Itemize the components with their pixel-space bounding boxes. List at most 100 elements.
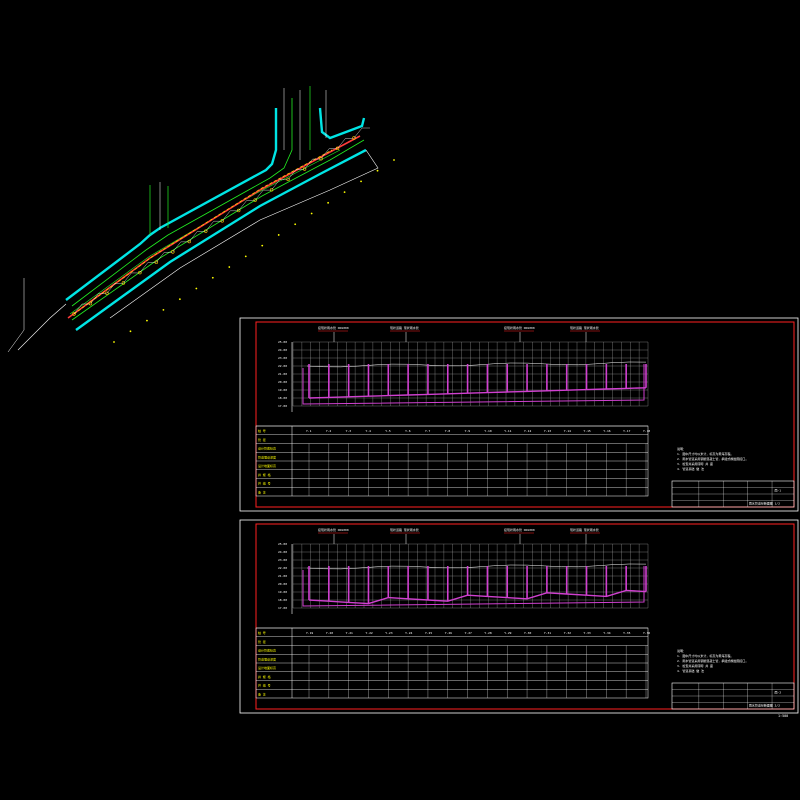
table-row-label: 桩 号 — [258, 428, 266, 433]
sheet-outer-frame — [239, 519, 799, 714]
note-line: 2. 雨水管道采用钢筋混凝土管，承插式橡胶圈接口。 — [677, 658, 748, 663]
profile-sheet-2: 25.0024.0023.0022.0021.0020.0019.0018.00… — [239, 519, 799, 714]
profile-sheet-1: 25.0024.0023.0022.0021.0020.0019.0018.00… — [239, 317, 799, 512]
station-label: Y-1 — [306, 429, 312, 433]
station-label: Y-25 — [425, 631, 432, 635]
table-row-label: 设计管底标高 — [258, 446, 276, 451]
callout-label: 现状道路 现状雨水管 — [390, 325, 419, 330]
pipe-outline — [302, 364, 645, 405]
manhole-leader — [222, 210, 231, 221]
table-row-label: 井 编 号 — [258, 683, 271, 688]
manhole-marker — [187, 239, 191, 244]
station-label: Y-4 — [365, 429, 371, 433]
callout-label: 接现状雨水管 DN1000 — [504, 325, 535, 330]
note-line: 说明： — [677, 648, 686, 653]
callout-label: 接现状雨水管 DN1000 — [504, 527, 535, 532]
road-edge-south — [75, 148, 367, 331]
station-label: Y-22 — [365, 631, 372, 635]
west-leader — [7, 278, 25, 353]
station-label: Y-14 — [564, 429, 571, 433]
boundary-line — [109, 149, 379, 319]
manhole-marker — [154, 260, 159, 264]
manhole-marker — [286, 177, 290, 182]
station-label: Y-12 — [524, 429, 531, 433]
manhole-marker — [171, 250, 175, 254]
manhole-marker — [302, 167, 307, 171]
level-label: 20.00 — [278, 582, 287, 586]
level-label: 23.00 — [278, 558, 287, 562]
edge-dot — [228, 266, 231, 268]
pipe-outline — [302, 566, 645, 607]
title-block-drawing-no: 雨-2 — [774, 690, 781, 694]
title-block-sheet-no: 1/2 — [774, 501, 780, 505]
scale-label: 1:500 — [778, 714, 788, 718]
station-label: Y-5 — [385, 429, 391, 433]
callout-label: 现状道路 现状雨水管 — [390, 527, 419, 532]
callout-label: 现状道路 现状雨水管 — [570, 527, 599, 532]
manhole-leader — [123, 272, 132, 284]
note-line: 3. 检查井采用砖砌 井 座 — [677, 663, 713, 668]
station-label: Y-2 — [326, 429, 332, 433]
level-label: 21.00 — [278, 372, 287, 376]
edge-dot — [294, 223, 297, 226]
manhole-marker — [220, 219, 224, 223]
station-label: Y-21 — [346, 631, 353, 635]
edge-dot — [113, 341, 115, 343]
station-label: Y-18 — [643, 429, 650, 433]
manhole-marker — [138, 270, 142, 275]
pipe-invert-line — [308, 589, 647, 605]
level-label: 20.00 — [278, 380, 287, 384]
level-label: 24.00 — [278, 348, 287, 352]
table-row-label: 管道埋设深度 — [258, 656, 276, 661]
manhole-leader — [337, 138, 346, 149]
title-block-drawing-no: 雨-1 — [774, 488, 781, 492]
station-label: Y-32 — [564, 631, 571, 635]
station-label: Y-36 — [643, 631, 650, 635]
station-label: Y-24 — [405, 631, 412, 635]
edge-dot — [211, 276, 214, 279]
manhole-marker — [253, 198, 257, 202]
road-inner-2 — [71, 139, 365, 321]
level-label: 21.00 — [278, 574, 287, 578]
manhole-marker — [88, 301, 93, 306]
sheet-inner-frame — [255, 321, 795, 508]
road-edge-north-branch — [318, 107, 366, 140]
station-label: Y-8 — [445, 429, 451, 433]
manhole-leader — [271, 179, 280, 190]
note-line: 1. 图中尺寸均以米计，标高为黄海高程。 — [677, 451, 733, 456]
level-label: 24.00 — [278, 550, 287, 554]
level-label: 18.00 — [278, 598, 287, 602]
manhole-marker — [72, 312, 76, 316]
note-line: 3. 检查井采用砖砌 井 座 — [677, 461, 713, 466]
callout-label: 接现状雨水管 DN1000 — [318, 527, 349, 532]
manhole-marker — [352, 136, 356, 140]
manhole-leader — [238, 200, 247, 211]
station-label: Y-13 — [544, 429, 551, 433]
level-label: 22.00 — [278, 566, 287, 570]
west-tail-line — [17, 303, 67, 351]
station-label: Y-6 — [405, 429, 411, 433]
rain-pipe-dash — [73, 149, 333, 315]
manhole-marker — [204, 229, 208, 233]
station-label: Y-23 — [385, 631, 392, 635]
sheet-inner-frame — [255, 523, 795, 710]
manhole-leader — [139, 262, 149, 273]
callout-label: 接现状雨水管 DN1000 — [318, 325, 349, 330]
station-label: Y-16 — [603, 429, 610, 433]
manhole-leader — [90, 293, 99, 304]
table-row-label: 井 规 格 — [258, 674, 271, 679]
table-row-label: 备 注 — [258, 691, 266, 696]
edge-dot — [162, 308, 165, 311]
station-label: Y-26 — [445, 631, 452, 635]
manhole-marker — [319, 157, 323, 161]
station-label: Y-30 — [524, 631, 531, 635]
manhole-leader — [255, 189, 264, 201]
manhole-leader — [320, 148, 330, 159]
edge-dot — [327, 201, 330, 204]
note-line: 4. 管道基础 做 法 — [677, 668, 704, 673]
pipe-invert-line — [308, 387, 647, 399]
note-line: 2. 雨水管道采用钢筋混凝土管，承插式橡胶圈接口。 — [677, 456, 748, 461]
manhole-leader — [287, 169, 297, 180]
station-label: Y-10 — [484, 429, 491, 433]
